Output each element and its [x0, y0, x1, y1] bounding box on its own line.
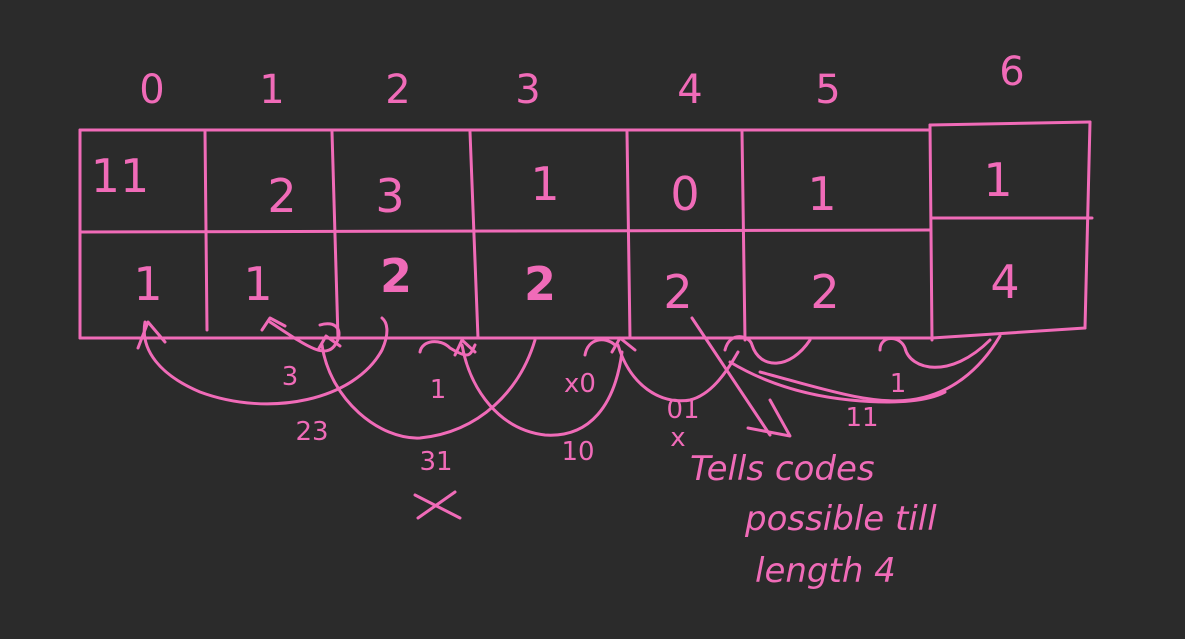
arc-label-a: 3 [282, 362, 299, 392]
arrow-4-to-note-head [746, 398, 792, 438]
arc-3-to-1 [320, 338, 537, 440]
extra-cell-bottom [930, 326, 1087, 340]
digits-row: 11 2 3 1 0 1 1 [91, 149, 1013, 223]
arc-4-to-3 [583, 338, 617, 357]
digit-cell-6: 1 [983, 153, 1012, 207]
index-label-1: 1 [259, 67, 284, 113]
arc-label-b: 23 [295, 417, 328, 447]
digit-cell-0: 11 [91, 149, 150, 203]
cell-divider-4 [625, 130, 632, 340]
arc-2-to-0 [142, 316, 389, 406]
count-cell-0: 1 [133, 257, 162, 311]
arc-head-4 [453, 338, 477, 357]
extra-cell-right [1083, 120, 1092, 330]
arc-label-k: 1 [890, 369, 907, 399]
arc-head-5 [610, 336, 637, 354]
arc-head-3 [316, 334, 342, 352]
index-label-0: 0 [139, 67, 164, 113]
arc-6-to-4b [758, 334, 1002, 403]
note-line-3: length 4 [755, 551, 896, 591]
arc-5-to-4 [723, 335, 812, 365]
digit-cell-3: 1 [530, 157, 559, 211]
count-cell-6: 4 [990, 255, 1019, 309]
count-cell-3: 2 [524, 257, 556, 311]
digit-cell-2: 3 [375, 169, 404, 223]
array-table [78, 120, 1094, 342]
cell-divider-5 [740, 130, 747, 342]
arc-2-to-1 [268, 320, 341, 353]
arc-label-f: x0 [564, 369, 596, 399]
arc-label-j: 11 [845, 403, 878, 433]
digit-cell-4: 0 [670, 167, 699, 221]
arc-3-to-2 [418, 340, 477, 357]
arrow-4-to-note [690, 316, 772, 437]
arc-label-h: 01 [666, 395, 699, 425]
cell-divider-2 [330, 130, 340, 340]
arc-4-to-2 [460, 343, 624, 437]
index-label-4: 4 [677, 67, 702, 113]
digit-cell-1: 2 [267, 169, 296, 223]
note-line-2: possible till [744, 499, 937, 539]
arc-label-d: 31 [419, 447, 452, 477]
count-cell-1: 1 [243, 257, 272, 311]
arc-label-c: 1 [430, 375, 447, 405]
extra-cell-top [928, 120, 1092, 127]
transition-arcs [136, 316, 1002, 520]
arc-head-1 [260, 316, 287, 332]
arc-labels: 3 23 1 31 x0 10 01 x 11 1 [282, 362, 907, 477]
index-label-3: 3 [515, 67, 540, 113]
count-cell-4: 2 [663, 265, 692, 319]
cell-divider-1 [203, 130, 209, 332]
count-cell-2: 2 [380, 249, 412, 303]
cell-divider-3 [468, 130, 480, 340]
table-middle-border [78, 228, 932, 234]
arc-head-0 [136, 320, 167, 350]
digit-cell-5: 1 [807, 167, 836, 221]
index-label-6: 6 [999, 49, 1024, 95]
arc-label-i: x [670, 423, 685, 453]
arc-5-to-3 [616, 343, 740, 403]
index-label-2: 2 [385, 67, 410, 113]
cell-divider-6 [928, 123, 934, 342]
index-row: 0 1 2 3 4 5 6 [139, 49, 1024, 113]
note-line-1: Tells codes [690, 449, 875, 489]
arc-6-to-5 [878, 337, 992, 369]
count-cell-5: 2 [810, 265, 839, 319]
note: Tells codes possible till length 4 [690, 449, 937, 591]
index-label-5: 5 [815, 67, 840, 113]
arc-6-to-4 [728, 360, 947, 404]
arc-label-g: 10 [561, 437, 594, 467]
counts-row: 1 1 2 2 2 2 4 [133, 249, 1019, 319]
strike-x [413, 490, 462, 520]
